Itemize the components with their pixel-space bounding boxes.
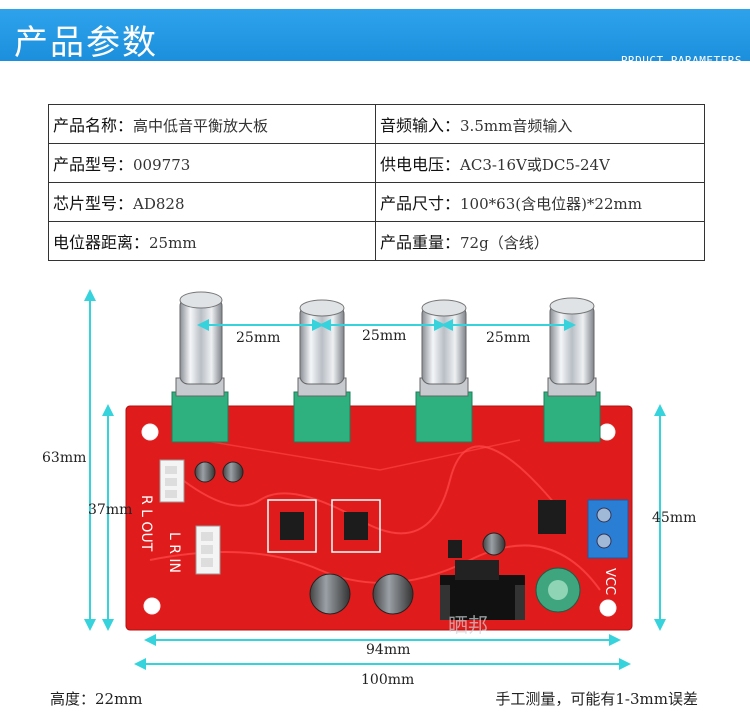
potentiometer-1 — [171, 291, 229, 443]
potentiometer-3 — [415, 299, 473, 443]
power-terminal — [587, 499, 629, 559]
param-label: 芯片型号： — [53, 194, 134, 213]
board-illustration: R L OUT L R IN VCC 晒邦 — [84, 289, 666, 670]
param-label: 产品名称： — [53, 116, 134, 135]
param-label: 供电电压： — [380, 155, 461, 174]
potentiometer-2 — [293, 299, 351, 443]
knob-gap-1-label: 25mm — [236, 330, 281, 346]
parameters-table: 产品名称：高中低音平衡放大板 音频输入：3.5mm音频输入 产品型号：00977… — [48, 104, 705, 261]
potentiometer-4 — [543, 297, 601, 443]
param-value: AD828 — [133, 195, 185, 213]
table-row: 产品型号：009773 供电电压：AC3-16V或DC5-24V — [48, 143, 705, 183]
table-row: 产品名称：高中低音平衡放大板 音频输入：3.5mm音频输入 — [48, 104, 705, 144]
param-label: 产品尺寸： — [380, 194, 461, 213]
lr-in-label: L R IN — [166, 532, 182, 573]
vcc-label: VCC — [602, 568, 617, 595]
height-right-label: 45mm — [652, 510, 697, 526]
table-cell: 音频输入：3.5mm音频输入 — [375, 104, 705, 144]
table-cell: 芯片型号：AD828 — [48, 182, 376, 222]
knob-gap-3-label: 25mm — [486, 330, 531, 346]
height-total-label: 63mm — [42, 450, 87, 466]
capacitors — [194, 461, 581, 615]
title-banner: 产品参数 PRDUCT PARAMETERS — [0, 9, 750, 67]
param-value: 009773 — [133, 156, 191, 174]
header: 产品参数 PRDUCT PARAMETERS — [0, 0, 750, 70]
width-total-label: 100mm — [361, 672, 415, 688]
param-value: 高中低音平衡放大板 — [133, 117, 269, 135]
table-cell: 产品型号：009773 — [48, 143, 376, 183]
table-cell: 产品尺寸：100*63(含电位器)*22mm — [375, 182, 705, 222]
height-note: 高度：22mm — [50, 690, 143, 708]
width-inner-label: 94mm — [366, 642, 411, 658]
param-value: 100*63(含电位器)*22mm — [460, 195, 642, 213]
heatsink — [440, 560, 525, 620]
page-subtitle: PRDUCT PARAMETERS — [620, 54, 742, 67]
table-row: 芯片型号：AD828 产品尺寸：100*63(含电位器)*22mm — [48, 182, 705, 222]
output-connector — [159, 459, 185, 503]
measurement-note: 手工测量，可能有1-3mm误差 — [495, 690, 698, 708]
param-value: 25mm — [149, 234, 197, 252]
opamp-chips — [267, 499, 566, 558]
page-title: 产品参数 — [14, 23, 158, 63]
param-value: 72g（含线） — [460, 234, 549, 252]
watermark: 晒邦 — [448, 613, 488, 637]
param-label: 产品重量： — [380, 233, 461, 252]
height-left-label: 37mm — [88, 502, 133, 518]
table-cell: 产品名称：高中低音平衡放大板 — [48, 104, 376, 144]
table-cell: 产品重量：72g（含线） — [375, 221, 705, 261]
param-value: AC3-16V或DC5-24V — [460, 156, 610, 174]
knob-gap-2-label: 25mm — [362, 328, 407, 344]
param-value: 3.5mm音频输入 — [460, 117, 573, 135]
table-row: 电位器距离：25mm 产品重量：72g（含线） — [48, 221, 705, 261]
table-cell: 电位器距离：25mm — [48, 221, 376, 261]
param-label: 电位器距离： — [53, 233, 150, 252]
rl-out-label: R L OUT — [138, 495, 154, 552]
dimension-arrows — [84, 289, 666, 670]
param-label: 音频输入： — [380, 116, 461, 135]
input-connector — [195, 525, 221, 575]
param-label: 产品型号： — [53, 155, 134, 174]
table-cell: 供电电压：AC3-16V或DC5-24V — [375, 143, 705, 183]
